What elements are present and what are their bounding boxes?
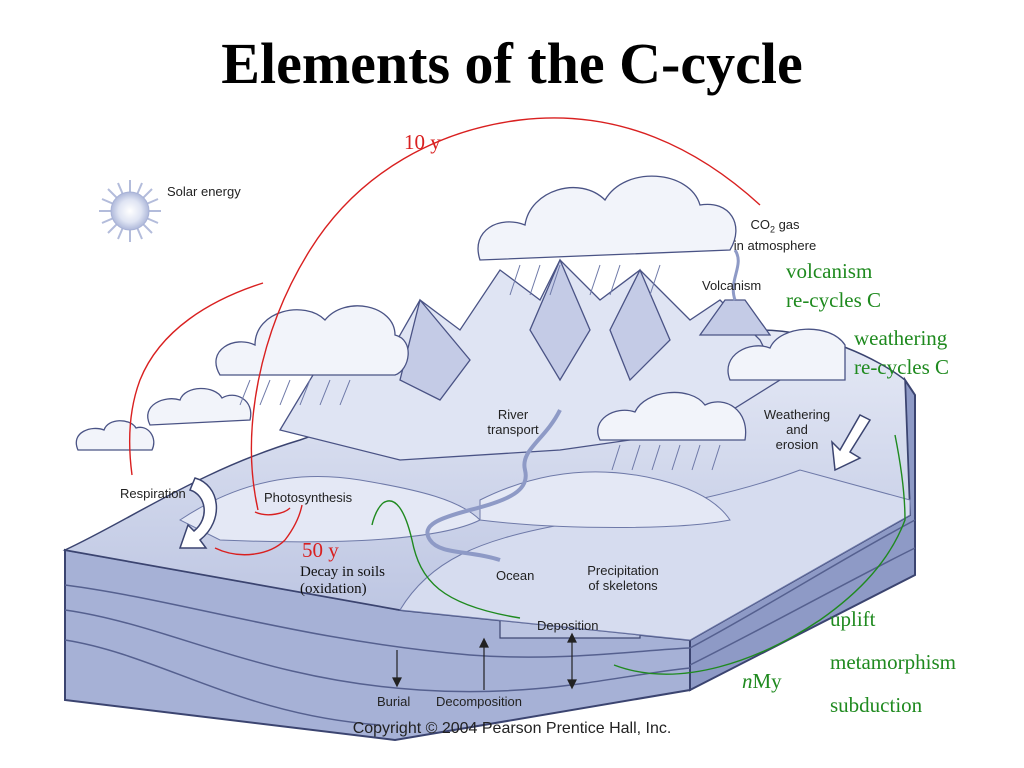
photosynthesis-label: Photosynthesis: [264, 490, 353, 505]
weathering-line2: and: [786, 422, 808, 437]
weathering-line1: Weathering: [763, 407, 831, 422]
precip-line1: Precipitation: [587, 563, 659, 578]
burial-arrows: [392, 632, 577, 690]
decay-label: Decay in soils (oxidation): [300, 564, 385, 598]
ten-years-label: 10 y: [404, 130, 441, 154]
volcanism-label: Volcanism: [702, 278, 762, 293]
burial-label: Burial: [377, 694, 411, 709]
sun-icon: [99, 180, 161, 242]
solar-energy-label: Solar energy: [167, 184, 241, 199]
n-my-italic: n: [742, 669, 753, 693]
river-line1: River: [497, 407, 529, 422]
subduction-label: subduction: [830, 693, 923, 717]
volcanism-line2: re-cycles C: [786, 288, 882, 312]
deposition-label: Deposition: [537, 618, 599, 633]
river-line2: transport: [487, 422, 539, 437]
volcanic-plume: [731, 249, 740, 301]
fifty-years-label: 50 y: [302, 538, 339, 562]
precipitation-label: Precipitation of skeletons: [568, 563, 678, 593]
volcanism-line1: volcanism: [786, 259, 873, 283]
copyright-notice: Copyright © 2004 Pearson Prentice Hall, …: [352, 720, 672, 737]
weathering-line3: erosion: [775, 437, 819, 452]
n-my-label: nMy: [742, 667, 782, 696]
volcanism-annotation: volcanism re-cycles C: [786, 257, 881, 315]
uplift-label: uplift: [830, 607, 876, 631]
hills: [179, 471, 731, 543]
n-my-rest: My: [752, 669, 782, 693]
weathering-annotation: weathering re-cycles C: [854, 324, 949, 382]
weathering-ann-line2: re-cycles C: [854, 355, 950, 379]
decay-line2: (oxidation): [300, 581, 367, 597]
decomposition-label: Decomposition: [436, 694, 522, 709]
co2-prefix: CO: [750, 217, 770, 232]
co2-subscript: 2: [769, 224, 775, 235]
rain: [239, 264, 721, 471]
co2-line2: in atmosphere: [733, 237, 817, 253]
respiration-label: Respiration: [120, 486, 186, 501]
decay-line1: Decay in soils: [300, 564, 385, 580]
metamorphism-label: metamorphism: [830, 650, 956, 674]
river-transport-label: River transport: [478, 407, 548, 437]
weathering-arrow: [831, 414, 872, 472]
green-annotation-curves: [371, 434, 906, 675]
ocean-label: Ocean: [496, 568, 535, 583]
river: [425, 409, 562, 562]
precip-line2: of skeletons: [588, 578, 658, 593]
red-annotation-curves: [128, 117, 761, 556]
respiration-arrow: [178, 477, 217, 549]
weathering-erosion-label: Weathering and erosion: [758, 407, 836, 452]
co2-gas-label: CO2 gas in atmosphere: [720, 217, 830, 253]
co2-suffix: gas: [774, 217, 800, 232]
page-title: Elements of the C-cycle: [221, 31, 803, 96]
weathering-ann-line1: weathering: [854, 326, 948, 350]
